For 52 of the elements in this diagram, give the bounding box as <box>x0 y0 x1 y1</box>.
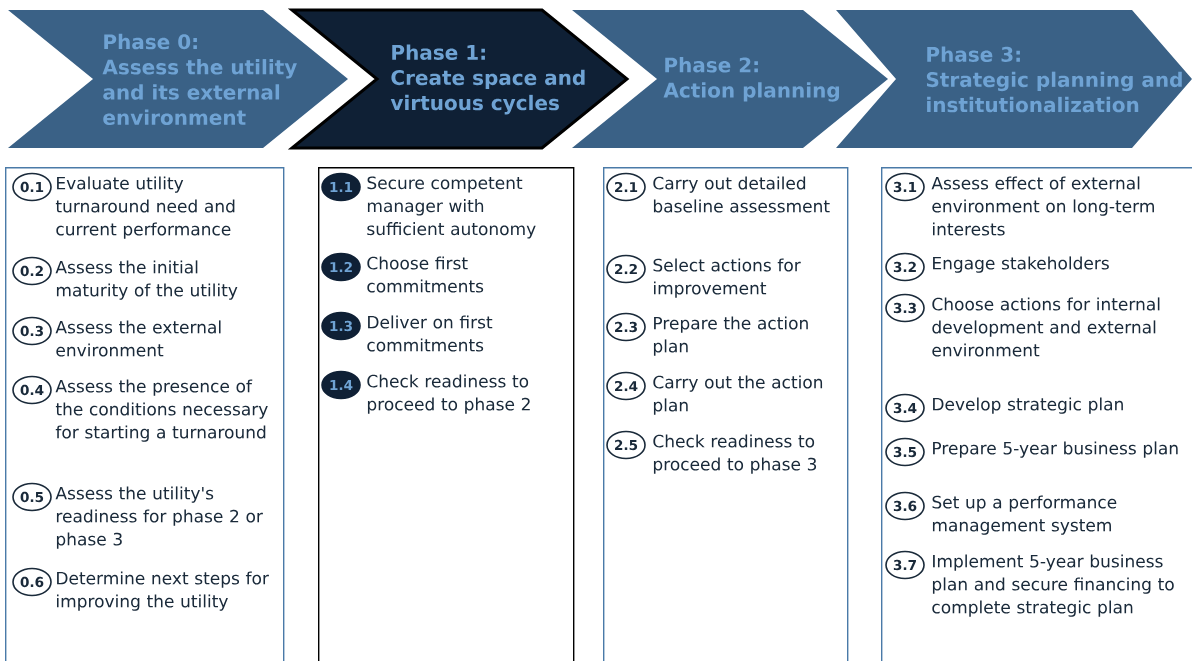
step-description: Engage stakeholders <box>933 256 1109 273</box>
step-number-badge: 3.3 Choose actions for internal development and external environment <box>885 293 1160 357</box>
step-description: Check readiness to proceed to phase 2 <box>367 374 530 414</box>
step-number-badge: 3.1 Assess effect of external environment on long-term interests <box>885 172 1154 236</box>
step-number-badge: 2.3 Prepare the action plan <box>606 312 808 356</box>
step-number-badge: 1.3 Deliver on first commitments <box>321 311 493 352</box>
step-number-badge: 0.4 Assess the presence of the conditions necessary for starting a turnaround <box>12 375 268 442</box>
step-description: Secure competent manager with sufficient autonomy <box>367 176 536 239</box>
node-label: Phase 3: <box>927 46 1020 62</box>
step-description: Choose actions for internal development and external environment <box>932 297 1160 357</box>
step-description: Assess the external environment <box>55 320 221 357</box>
step-description: Assess the initial maturity of the utility <box>55 260 238 300</box>
node-label: Phase 2: <box>665 57 758 73</box>
step-description: Carry out the action plan <box>653 375 823 415</box>
step-description: Determine next steps for improving the utility <box>57 571 269 611</box>
step-number-badge: 0.5 Assess the utility's readiness for phase 2 or phase 3 <box>12 482 263 549</box>
step-number-badge: 1.1 Secure competent manager with sufficient autonomy <box>321 172 536 239</box>
step-number-badge: 2.2 Select actions for improvement <box>606 254 801 298</box>
node-label: Strategic planning and institutionalization <box>926 71 1182 113</box>
step-number-badge: 1.2 Choose first commitments <box>321 252 484 293</box>
step-description: Set up a performance management system <box>932 495 1117 535</box>
step-number-badge: 0.2 Assess the initial maturity of the utility <box>12 256 238 300</box>
step-panel <box>881 167 1192 661</box>
step-number-badge: 3.6 Set up a performance management system <box>885 491 1117 535</box>
step-description: Implement 5-year business plan and secure financing to complete strategic plan <box>932 554 1174 617</box>
step-number-badge: 2.5 Check readiness to proceed to phase 3 <box>606 430 817 474</box>
step-panel <box>5 167 285 661</box>
step-number-badge: 0.3 Assess the external environment <box>12 316 221 357</box>
step-number-badge: 3.7 Implement 5-year business plan and secure financing to complete strategic plan <box>885 550 1174 617</box>
step-panel <box>603 167 849 661</box>
step-number-badge: 0.6 Determine next steps for improving the utility <box>12 567 269 611</box>
step-description: Assess the presence of the conditions necessary for starting a turnaround <box>55 379 268 442</box>
step-description: Assess the utility's readiness for phase 2 or phase 3 <box>55 486 263 549</box>
step-number-badge: 2.4 Carry out the action plan <box>606 371 823 415</box>
step-description: Prepare the action plan <box>653 316 808 356</box>
step-description: Select actions for improvement <box>653 258 801 298</box>
step-description: Choose first commitments <box>367 256 484 293</box>
step-description: Prepare 5-year business plan <box>933 441 1178 458</box>
step-number-badge: 0.1 Evaluate utility turnaround need and current performance <box>12 172 235 239</box>
step-number-badge: 2.1 Carry out detailed baseline assessment <box>606 172 830 213</box>
step-description: Assess effect of external environment on long-term interests <box>931 176 1154 236</box>
step-description: Check readiness to proceed to phase 3 <box>653 434 817 474</box>
phase-header: Phase 0: Assess the utility and its external environment <box>8 10 348 148</box>
step-description: Carry out detailed baseline assessment <box>653 176 830 213</box>
step-number-badge: 3.4 Develop strategic plan <box>885 393 1123 423</box>
step-number-badge: 3.5 Prepare 5-year business plan <box>885 437 1178 467</box>
step-description: Develop strategic plan <box>933 397 1123 414</box>
step-panel <box>318 167 575 661</box>
step-description: Deliver on first commitments <box>367 315 493 352</box>
step-number-badge: 1.4 Check readiness to proceed to phase 2 <box>321 370 530 414</box>
step-number-badge: 3.2 Engage stakeholders <box>885 252 1109 282</box>
step-description: Evaluate utility turnaround need and current performance <box>55 176 235 239</box>
